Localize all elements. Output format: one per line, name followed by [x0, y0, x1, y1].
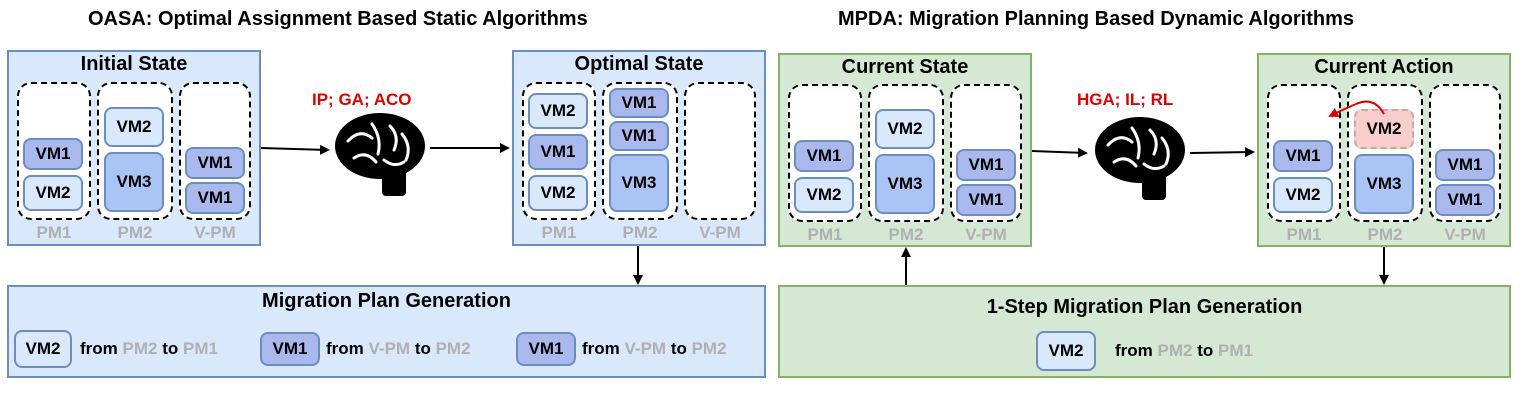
one-step-plan-panel [778, 285, 1511, 378]
plan-vm1-block: VM1 [516, 332, 576, 366]
vm1-block: VM1 [794, 140, 854, 172]
arrow-state-to-brain [1031, 147, 1088, 158]
vpm-box [684, 82, 756, 220]
vm3-block: VM3 [875, 154, 935, 214]
plan-step-2: from V-PM to PM2 [326, 339, 471, 358]
vm1-block: VM1 [609, 88, 669, 118]
plan-step-1: from PM2 to PM1 [80, 339, 218, 358]
pm1-label: PM1 [541, 223, 577, 242]
vm3-block: VM3 [609, 154, 669, 212]
one-step-plan-text: from PM2 to PM1 [1115, 341, 1253, 360]
optimal-state-label: Optimal State [574, 53, 704, 75]
vm1-block: VM1 [1435, 149, 1495, 181]
pm2-label: PM2 [1367, 225, 1403, 244]
vm1-block: VM1 [609, 121, 669, 151]
vm1-block: VM1 [528, 134, 588, 170]
initial-state-label: Initial State [80, 53, 188, 75]
pm2-label: PM2 [888, 225, 924, 244]
vm1-block: VM1 [1273, 140, 1333, 172]
vm1-block: VM1 [185, 147, 245, 179]
migrating-vm2-block: VM2 [1354, 109, 1414, 149]
current-action-label: Current Action [1314, 56, 1454, 78]
migration-arrow [1328, 100, 1385, 117]
vm1-block: VM1 [185, 182, 245, 214]
vm2-block: VM2 [528, 175, 588, 211]
mpda-title: MPDA: Migration Planning Based Dynamic A… [838, 8, 1354, 30]
vpm-label: V-PM [194, 223, 236, 242]
vm3-block: VM3 [1354, 154, 1414, 214]
current-state-label: Current State [841, 56, 969, 78]
pm1-label: PM1 [1286, 225, 1322, 244]
migration-plan-label: Migration Plan Generation [262, 290, 511, 312]
vpm-label: V-PM [699, 223, 741, 242]
vm2-block: VM2 [528, 93, 588, 129]
vm2-block: VM2 [794, 177, 854, 213]
pm1-label: PM1 [36, 223, 72, 242]
vm2-block: VM2 [104, 107, 164, 147]
plan-vm1-block: VM1 [260, 332, 320, 366]
vm1-block: VM1 [1435, 184, 1495, 216]
vm1-block: VM1 [956, 149, 1016, 181]
plan-vm2-block: VM2 [14, 330, 72, 368]
vm3-block: VM3 [104, 152, 164, 212]
vpm-label: V-PM [1444, 225, 1486, 244]
migration-plan-panel [7, 285, 766, 378]
vm2-block: VM2 [875, 109, 935, 149]
vm1-block: VM1 [956, 184, 1016, 216]
dynamic-algorithms-label: HGA; IL; RL [1077, 90, 1174, 109]
oasa-title: OASA: Optimal Assignment Based Static Al… [88, 8, 588, 30]
one-step-vm2-block: VM2 [1036, 331, 1096, 371]
static-algorithms-label: IP; GA; ACO [312, 90, 412, 109]
pm2-label: PM2 [117, 223, 153, 242]
brain-icon [333, 111, 427, 198]
arrow-brain-to-action [1189, 147, 1255, 158]
vm2-block: VM2 [1273, 177, 1333, 213]
pm2-label: PM2 [622, 223, 658, 242]
brain-icon [1093, 115, 1187, 202]
vpm-label: V-PM [965, 225, 1007, 244]
plan-step-3: from V-PM to PM2 [582, 339, 727, 358]
vm2-block: VM2 [23, 175, 83, 211]
pm1-label: PM1 [807, 225, 843, 244]
one-step-plan-label: 1-Step Migration Plan Generation [986, 296, 1303, 318]
arrow-initial-to-brain [260, 144, 330, 155]
vm1-block: VM1 [23, 138, 83, 170]
